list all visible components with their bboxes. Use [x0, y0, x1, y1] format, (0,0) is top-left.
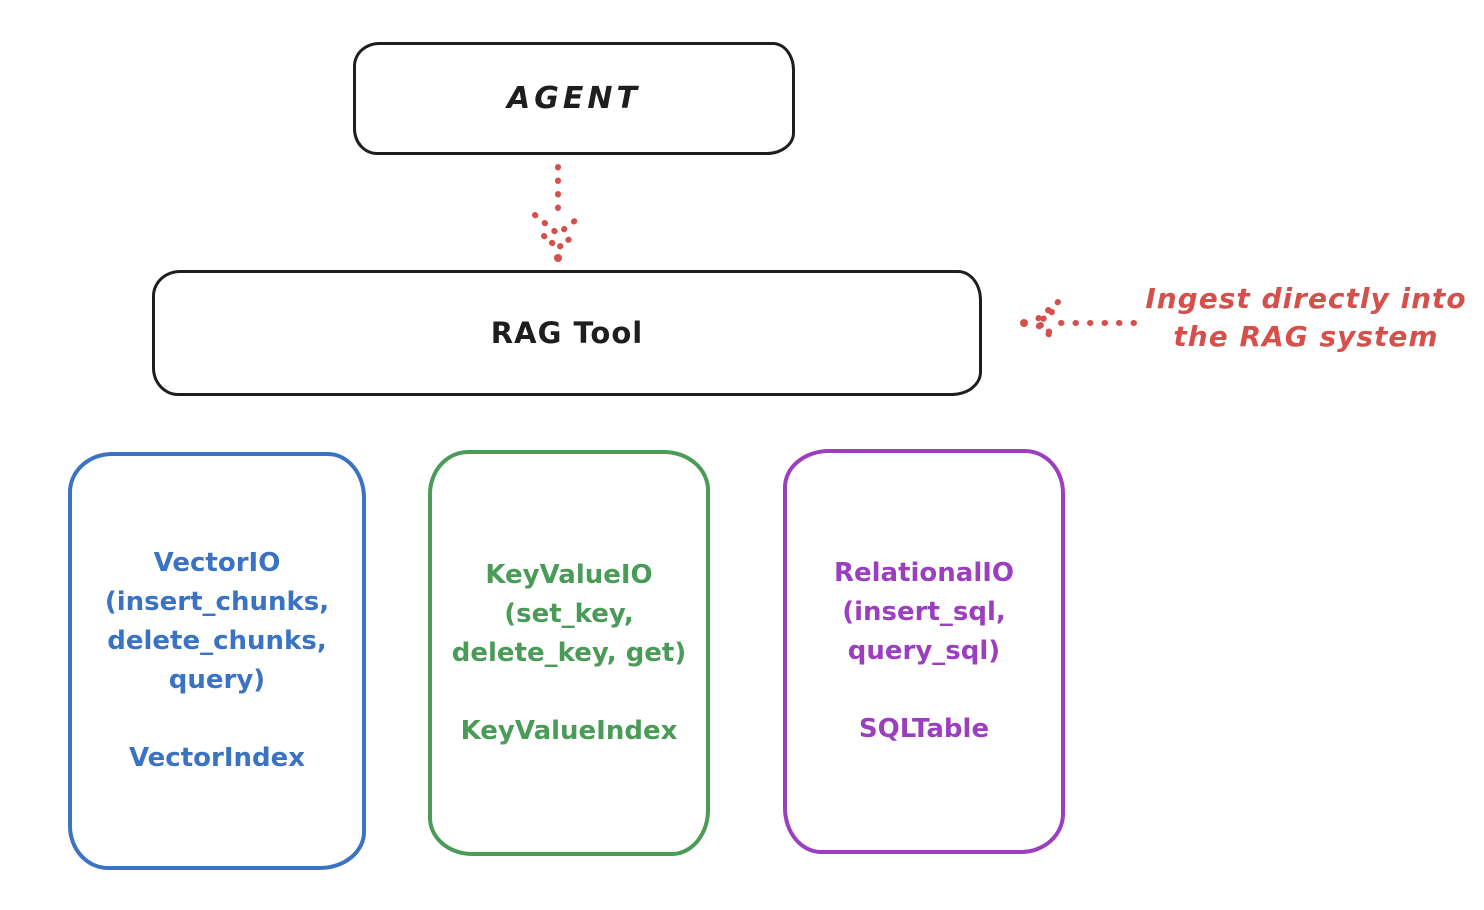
ingest-annotation-arrow-icon: [1020, 299, 1137, 345]
sql-table-label: SQLTable: [858, 714, 990, 744]
keyvalue-io-line: KeyValueIO: [485, 559, 653, 590]
vector-io-line: (insert_chunks,: [104, 587, 330, 617]
keyvalue-io-box: KeyValueIO (set_key, delete_key, get) Ke…: [428, 450, 710, 856]
agent-node: AGENT: [353, 42, 795, 155]
relational-io-box: RelationalIO (insert_sql, query_sql) SQL…: [783, 449, 1065, 854]
relational-io-line: RelationalIO: [833, 558, 1015, 588]
relational-io-line: query_sql): [847, 636, 1001, 666]
relational-io-line: (insert_sql,: [842, 597, 1006, 627]
ingest-annotation: Ingest directly into the RAG system: [1138, 280, 1474, 356]
vector-io-line: VectorIO: [153, 548, 281, 578]
keyvalue-io-line: delete_key, get): [451, 637, 687, 668]
rag-tool-node: RAG Tool: [152, 270, 982, 396]
vector-io-line: query): [168, 665, 266, 695]
ingest-annotation-line2: the RAG system: [1173, 320, 1439, 353]
vector-io-line: delete_chunks,: [107, 626, 327, 656]
vector-index-label: VectorIndex: [128, 743, 306, 773]
agent-label: AGENT: [507, 81, 641, 116]
vector-io-box: VectorIO (insert_chunks, delete_chunks, …: [68, 452, 366, 870]
agent-to-rag-arrow-icon: [532, 164, 584, 262]
ingest-annotation-line1: Ingest directly into: [1145, 282, 1467, 315]
keyvalue-index-label: KeyValueIndex: [460, 715, 678, 746]
rag-tool-label: RAG Tool: [490, 316, 644, 350]
keyvalue-io-line: (set_key,: [504, 598, 634, 629]
